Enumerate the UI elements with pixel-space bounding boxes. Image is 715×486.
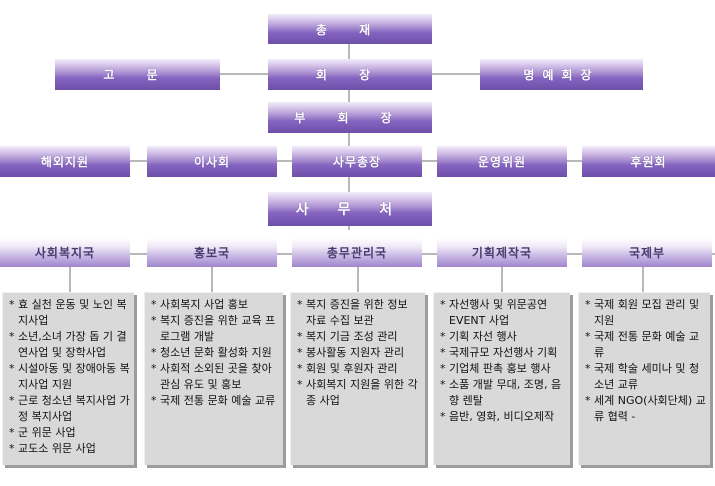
dept-social-welfare-panel: 효 실천 운동 및 노인 복지사업 소년,소녀 가장 돕 기 결연사업 및 장학… (2, 292, 134, 465)
list-item: 복지 기금 조성 관리 (297, 329, 421, 345)
list-item: 사회복지 지원을 위한 각종 사업 (297, 377, 421, 409)
list-item: 교도소 위문 사업 (9, 441, 130, 457)
dept-planning-production-panel: 자선행사 및 위문공연 EVENT 사업 기획 자선 행사 국제규모 자선행사 … (433, 292, 570, 465)
list-item: 군 위문 사업 (9, 425, 130, 441)
list-item: 근로 청소년 복지사업 가정 복지사업 (9, 393, 130, 425)
list-item: 음반, 영화, 비디오제작 (440, 409, 566, 425)
list-item: 사회복지 사업 홍보 (151, 297, 279, 313)
node-board-of-directors: 이사회 (147, 146, 277, 177)
list-item: 자선행사 및 위문공연 EVENT 사업 (440, 297, 566, 329)
dept-planning-production: 기획제작국 (437, 238, 567, 267)
list-item: 사회적 소외된 곳을 찾아 관심 유도 및 홍보 (151, 361, 279, 393)
connector-trunk-top (348, 44, 350, 230)
connector-drop-5 (642, 262, 644, 292)
list-item: 효 실천 운동 및 노인 복지사업 (9, 297, 130, 329)
dept-general-affairs: 총무관리국 (292, 238, 422, 267)
connector-advisor (220, 73, 268, 75)
node-sponsors: 후원회 (582, 146, 715, 177)
list-item: 청소년 문화 활성화 지원 (151, 345, 279, 361)
list-item: 소년,소녀 가장 돕 기 결연사업 및 장학사업 (9, 329, 130, 361)
node-honorary-president: 명예회장 (480, 59, 643, 90)
list-item: 복지 증진을 위한 정보 자료 수집 보관 (297, 297, 421, 329)
list-item: 국제 전통 문화 예술 교류 (151, 393, 279, 409)
connector-honorary (432, 73, 480, 75)
list-item: 회원 및 후원자 관리 (297, 361, 421, 377)
node-secretary-general: 사무총장 (292, 146, 422, 177)
connector-drop-3 (357, 262, 359, 292)
list-item: 국제 전통 문화 예술 교류 (585, 329, 706, 361)
dept-international-panel: 국제 회원 모집 관리 및 지원 국제 전통 문화 예술 교류 국제 학술 세미… (578, 292, 710, 465)
connector-drop-2 (211, 262, 213, 292)
node-advisor: 고 문 (55, 59, 220, 90)
dept-public-relations: 홍보국 (147, 238, 277, 267)
list-item: 봉사활동 지원자 관리 (297, 345, 421, 361)
node-president: 회 장 (268, 59, 432, 90)
list-item: 세계 NGO(사회단체) 교류 협력 - (585, 393, 706, 425)
list-item: 시설아동 및 장애아동 복지사업 지원 (9, 361, 130, 393)
list-item: 기획 자선 행사 (440, 329, 566, 345)
dept-international: 국제부 (582, 238, 712, 267)
connector-drop-4 (501, 262, 503, 292)
dept-public-relations-panel: 사회복지 사업 홍보 복지 증진을 위한 교육 프로그램 개발 청소년 문화 활… (144, 292, 283, 465)
node-chairman: 총 재 (268, 14, 432, 44)
list-item: 기업체 판촉 홍보 행사 (440, 361, 566, 377)
list-item: 국제 회원 모집 관리 및 지원 (585, 297, 706, 329)
list-item: 소품 개발 무대, 조명, 음향 렌탈 (440, 377, 566, 409)
node-overseas-support: 해외지원 (0, 146, 130, 177)
connector-drop-1 (69, 262, 71, 292)
node-operating-committee: 운영위원 (437, 146, 567, 177)
list-item: 국제 학술 세미나 및 청소년 교류 (585, 361, 706, 393)
node-secretariat: 사 무 처 (268, 192, 432, 226)
node-vice-president: 부 회 장 (268, 102, 432, 133)
list-item: 복지 증진을 위한 교육 프로그램 개발 (151, 313, 279, 345)
list-item: 국제규모 자선행사 기획 (440, 345, 566, 361)
dept-general-affairs-panel: 복지 증진을 위한 정보 자료 수집 보관 복지 기금 조성 관리 봉사활동 지… (290, 292, 425, 465)
dept-social-welfare: 사회복지국 (0, 238, 130, 267)
